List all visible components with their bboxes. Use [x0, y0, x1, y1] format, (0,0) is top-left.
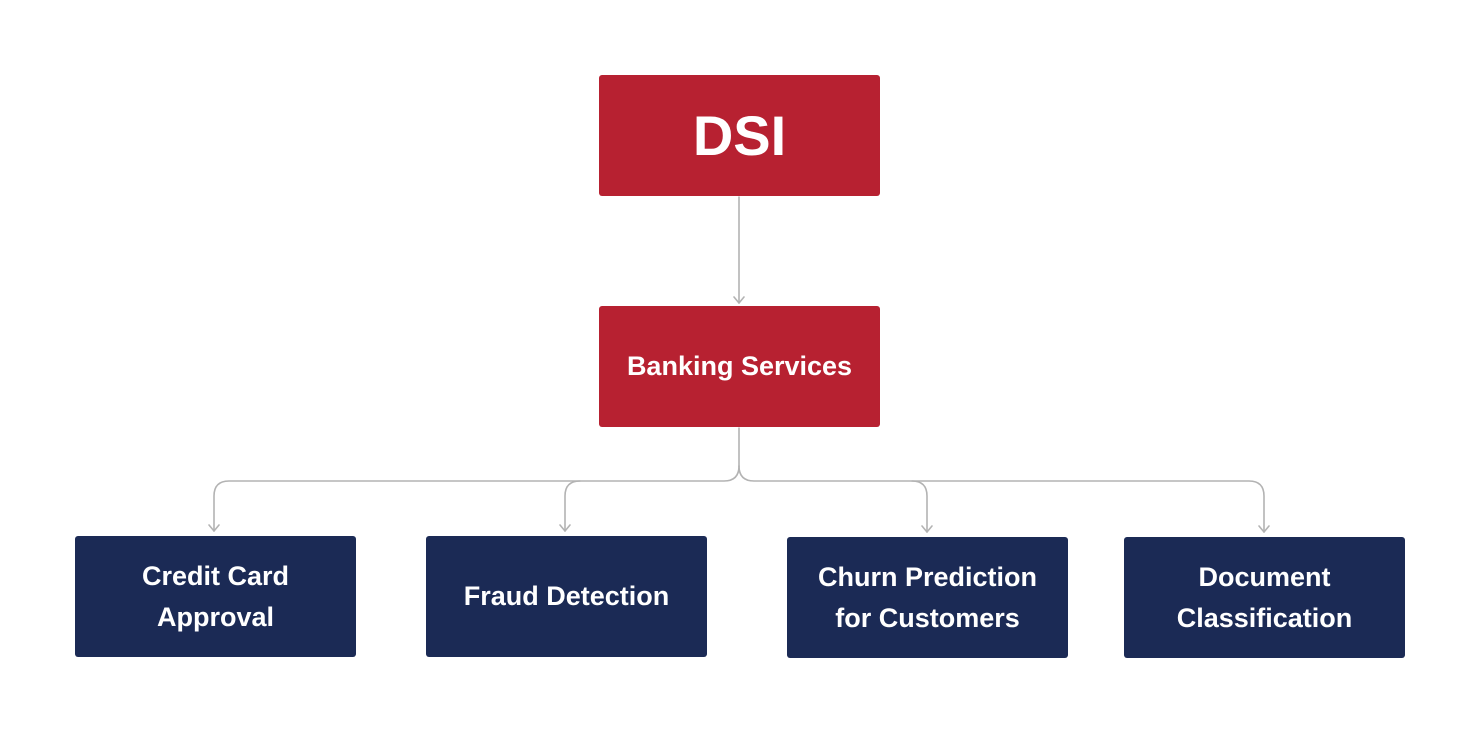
- leaf-node-document-classification: Document Classification: [1124, 537, 1405, 658]
- arrowhead-branch: [733, 296, 745, 304]
- leaf-node-label-line1: Churn Prediction: [817, 562, 1037, 592]
- leaf-node-label-line2: Classification: [1176, 602, 1353, 633]
- leaf-node-fraud-detection: Fraud Detection: [426, 536, 707, 657]
- connector-to-churn-and-doc: [738, 465, 1265, 533]
- leaf-node-label-line1: Document: [1198, 562, 1331, 592]
- connector-to-credit-card: [213, 465, 740, 532]
- branch-node-banking-services: Banking Services: [599, 306, 880, 427]
- branch-node-label: Banking Services: [626, 351, 853, 382]
- leaf-node-label-line2: Approval: [156, 601, 275, 632]
- root-node-label: DSI: [692, 103, 787, 167]
- connector-to-fraud: [564, 480, 581, 532]
- leaf-node-credit-card-approval: Credit Card Approval: [75, 536, 356, 657]
- connector-to-churn: [911, 480, 928, 533]
- leaf-node-label-line1: Credit Card: [141, 561, 290, 591]
- arrowhead-fraud: [559, 524, 571, 532]
- leaf-node-churn-prediction: Churn Prediction for Customers: [787, 537, 1068, 658]
- root-node-dsi: DSI: [599, 75, 880, 196]
- leaf-node-label-line1: Fraud Detection: [463, 581, 670, 612]
- arrowhead-churn: [921, 525, 933, 533]
- arrowhead-credit-card: [208, 524, 220, 532]
- arrowhead-document: [1258, 525, 1270, 533]
- leaf-node-label-line2: for Customers: [835, 602, 1020, 633]
